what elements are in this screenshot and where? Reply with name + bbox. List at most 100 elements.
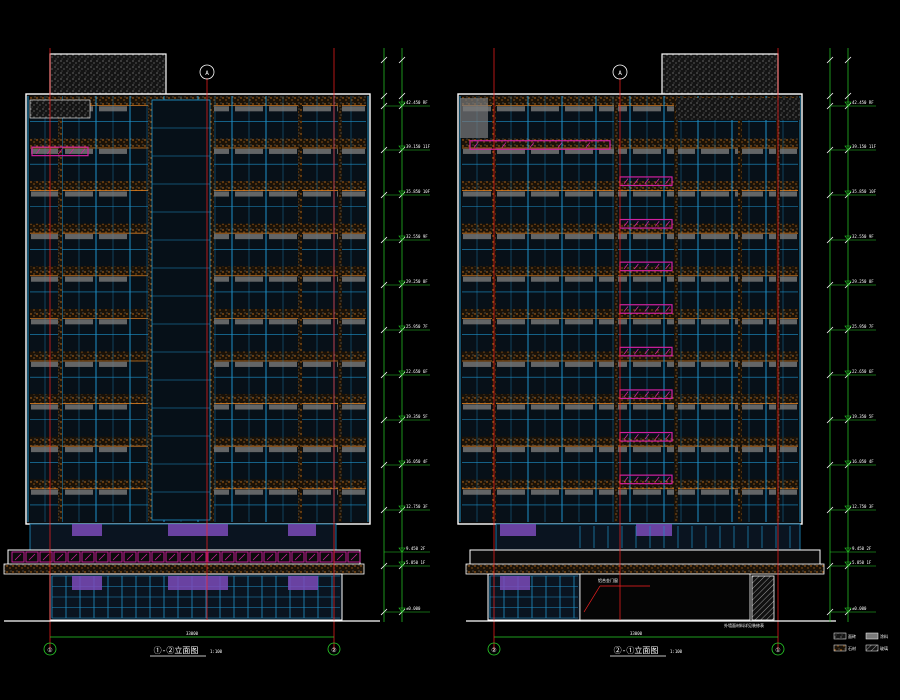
- level-marker: [844, 325, 852, 331]
- spandrel-panel: [769, 148, 797, 154]
- dimension-tick: [398, 56, 406, 64]
- podium-left: [3, 523, 365, 621]
- level-marker: [844, 235, 852, 241]
- podium-balcony-panel: [165, 551, 179, 563]
- balcony-baluster: [634, 476, 639, 483]
- level-marker: [398, 505, 406, 511]
- spandrel-panel: [337, 234, 365, 240]
- spandrel-panel: [235, 276, 263, 282]
- drawing-title-left: ①-②立面图: [154, 645, 199, 655]
- podium-balcony-panel: [95, 551, 109, 563]
- spandrel-panel: [269, 319, 297, 325]
- spandrel-panel: [99, 404, 127, 410]
- pier: [58, 96, 62, 522]
- legend-swatch-tile: [833, 632, 847, 640]
- spandrel-panel: [99, 489, 127, 495]
- spandrel-panel: [599, 148, 627, 154]
- podium-right: [465, 523, 825, 621]
- elevation-label: 22.650 6F: [406, 369, 428, 374]
- spandrel-panel: [201, 148, 229, 154]
- balcony-baluster: [80, 148, 86, 155]
- spandrel-panel: [701, 361, 729, 367]
- level-marker: [398, 370, 406, 376]
- spandrel-panel: [31, 361, 59, 367]
- podium-balcony-panel: [123, 551, 137, 563]
- balcony-baluster: [623, 178, 629, 185]
- spandrel-panel: [235, 106, 263, 112]
- balcony-baluster: [654, 391, 660, 398]
- podium-balcony-hatch: [182, 553, 190, 561]
- spandrel-panel: [463, 191, 491, 197]
- podium-balcony-hatch: [266, 553, 274, 561]
- legend-swatch-paint: [865, 632, 879, 640]
- spandrel-panel: [463, 234, 491, 240]
- spandrel-panel: [269, 276, 297, 282]
- spandrel-panel: [531, 191, 559, 197]
- spandrel-panel: [633, 191, 661, 197]
- spandrel-panel: [531, 361, 559, 367]
- balcony-baluster: [665, 476, 670, 483]
- level-marker: [398, 235, 406, 241]
- balcony-baluster: [644, 220, 650, 227]
- spandrel-panel: [303, 276, 331, 282]
- elevation-label: 16.050 4F: [406, 459, 428, 464]
- spandrel-panel: [735, 489, 763, 495]
- spandrel-panel: [201, 319, 229, 325]
- purple-panel: [168, 576, 228, 590]
- podium-balcony-panel: [137, 551, 151, 563]
- spandrel-panel: [235, 489, 263, 495]
- spandrel-panel: [735, 148, 763, 154]
- spandrel-panel: [303, 148, 331, 154]
- spandrel-panel: [31, 276, 59, 282]
- podium-balcony-panel: [151, 551, 165, 563]
- balcony-baluster: [665, 306, 670, 312]
- podium-balcony-panel: [347, 551, 361, 563]
- dimension-tick: [398, 92, 406, 100]
- spandrel-panel: [531, 319, 559, 325]
- spandrel-panel: [497, 191, 525, 197]
- spandrel-panel: [599, 191, 627, 197]
- podium-balcony-hatch: [28, 553, 36, 561]
- balcony-baluster: [654, 433, 660, 440]
- podium-balcony-hatch: [56, 553, 64, 561]
- spandrel-panel: [269, 404, 297, 410]
- spandrel-panel: [463, 319, 491, 325]
- spandrel-panel: [735, 276, 763, 282]
- spandrel-panel: [497, 404, 525, 410]
- spandrel-panel: [701, 447, 729, 453]
- curtain-wall-right: [459, 96, 801, 522]
- balcony-baluster: [58, 148, 63, 155]
- spandrel-panel: [65, 148, 93, 154]
- axis-bubble-start-left: [43, 642, 57, 656]
- balcony-baluster: [623, 476, 629, 483]
- podium-balcony-hatch: [154, 553, 162, 561]
- roof-parapet-right: [661, 53, 779, 97]
- balcony-rail: [469, 140, 611, 150]
- balcony-baluster: [623, 220, 629, 227]
- spandrel-panel: [565, 404, 593, 410]
- balcony-baluster: [644, 178, 650, 185]
- elevation-label: 9.450 2F: [406, 546, 426, 551]
- spandrel-panel: [497, 489, 525, 495]
- spandrel-panel: [201, 234, 229, 240]
- pier: [338, 96, 342, 522]
- material-note: 外墙面材料详见装修表: [724, 622, 764, 628]
- spandrel-panel: [769, 447, 797, 453]
- top-panel: [29, 99, 91, 119]
- balcony-baluster: [644, 348, 650, 355]
- spandrel-panel: [667, 319, 695, 325]
- spandrel-panel: [531, 106, 559, 112]
- balcony-baluster: [623, 433, 629, 440]
- spandrel-panel: [337, 148, 365, 154]
- right-elevation: A 33000 ② ① ②-①立面图 1:100 铝合金门窗 外墙面材料详见装修…: [457, 48, 877, 657]
- spandrel-panel: [497, 106, 525, 112]
- balcony-baluster: [473, 142, 479, 148]
- elevation-label: 22.650 6F: [852, 369, 874, 374]
- podium-balcony-hatch: [224, 553, 232, 561]
- spandrel-panel: [99, 148, 127, 154]
- purple-panel: [500, 524, 536, 536]
- spandrel-panel: [201, 489, 229, 495]
- balcony-baluster: [557, 142, 563, 148]
- balcony-baluster: [644, 391, 650, 398]
- podium-balcony-hatch: [308, 553, 316, 561]
